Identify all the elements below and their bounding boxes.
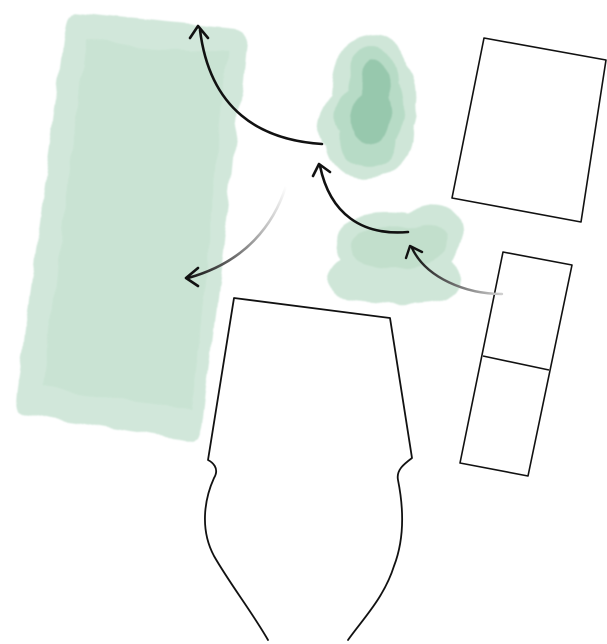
vase-outline <box>205 298 412 640</box>
tilted-square-outline <box>452 38 606 222</box>
green-cloud-bottom <box>327 205 463 304</box>
green-cloud-top <box>318 34 417 180</box>
tilted-split-rectangle-outline <box>460 252 572 476</box>
